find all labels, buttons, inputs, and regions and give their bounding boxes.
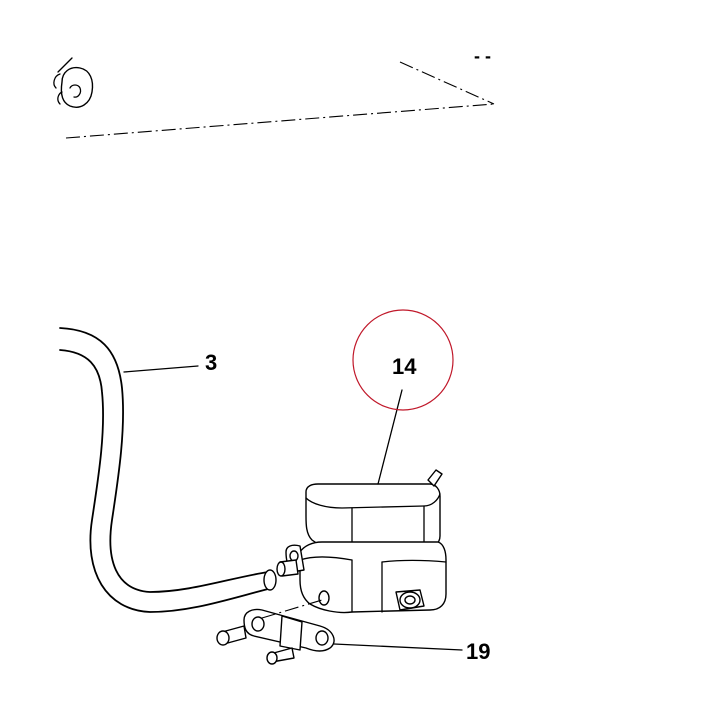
- callout-bracket[interactable]: 19: [466, 639, 490, 664]
- bolt-lower[interactable]: [266, 647, 295, 665]
- leader-reservoir: [377, 389, 403, 485]
- highlight-circle: [352, 309, 454, 411]
- callout-hose[interactable]: 3: [205, 350, 217, 375]
- leader-hose: [123, 365, 199, 373]
- callout-reservoir[interactable]: 14: [392, 354, 417, 379]
- alignment-line: [261, 599, 323, 619]
- bolt-left[interactable]: [216, 625, 247, 646]
- reservoir[interactable]: [276, 469, 447, 614]
- center-lines: [65, 61, 495, 139]
- top-fragment-label: - -: [474, 46, 491, 66]
- leader-bracket: [333, 643, 463, 651]
- bracket[interactable]: [243, 608, 335, 652]
- top-fitting-fragment: [53, 57, 94, 108]
- hose[interactable]: [59, 327, 277, 613]
